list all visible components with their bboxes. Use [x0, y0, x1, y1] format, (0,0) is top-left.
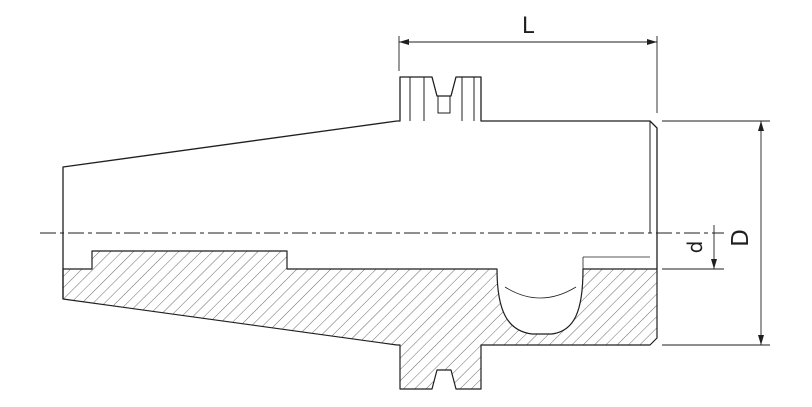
flange-detail — [409, 77, 475, 121]
dimension-bore: d — [662, 225, 724, 270]
dim-arrow-left — [399, 39, 409, 45]
cross-section-material — [62, 250, 658, 390]
dim-arrow-up — [758, 121, 764, 131]
dimension-outer: D — [662, 120, 770, 346]
dim-arrow-down — [758, 335, 764, 345]
dim-arrow-down — [711, 259, 717, 269]
dim-arrow-right — [647, 39, 657, 45]
section-hatching — [62, 250, 658, 390]
dimension-outer-label: D — [728, 229, 754, 247]
dimension-bore-label: d — [683, 241, 707, 254]
dimension-length-label: L — [522, 14, 535, 39]
pocket-inner-contour — [504, 286, 577, 299]
drive-key-slot — [437, 95, 451, 114]
dimension-length: L — [398, 14, 658, 113]
